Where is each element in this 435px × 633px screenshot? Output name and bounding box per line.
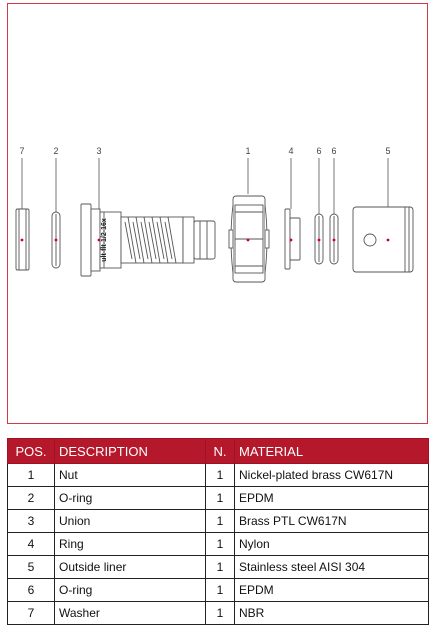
callout-5: 5 (385, 146, 390, 156)
table-row: 5 Outside liner 1 Stainless steel AISI 3… (7, 555, 429, 579)
cell-n: 1 (205, 486, 235, 510)
cell-n: 1 (205, 578, 235, 602)
cell-description: Outside liner (54, 555, 206, 579)
header-description: DESCRIPTION (54, 438, 206, 464)
cell-material: Stainless steel AISI 304 (234, 555, 429, 579)
cell-description: Washer (54, 601, 206, 625)
cell-n: 1 (205, 463, 235, 487)
cell-pos: 2 (7, 486, 55, 510)
marker-dot-2 (54, 238, 58, 242)
part-union-3 (80, 203, 216, 277)
table-row: 6 O-ring 1 EPDM (7, 578, 429, 602)
table-row: 3 Union 1 Brass PTL CW617N (7, 509, 429, 533)
cell-pos: 4 (7, 532, 55, 556)
cell-material: Nylon (234, 532, 429, 556)
marker-dot-1 (246, 238, 250, 242)
callout-1: 1 (245, 146, 250, 156)
union-marking: ult-flt-1/2-16x (101, 218, 108, 262)
table-row: 1 Nut 1 Nickel-plated brass CW617N (7, 463, 429, 487)
cell-material: Nickel-plated brass CW617N (234, 463, 429, 487)
exploded-diagram: 7 2 3 1 4 6 6 5 (7, 3, 428, 424)
table-row: 4 Ring 1 Nylon (7, 532, 429, 556)
header-n: N. (205, 438, 235, 464)
callout-7: 7 (19, 146, 24, 156)
marker-dot-6b (332, 238, 336, 242)
cell-pos: 1 (7, 463, 55, 487)
callout-6a: 6 (316, 146, 321, 156)
callout-6b: 6 (331, 146, 336, 156)
cell-material: NBR (234, 601, 429, 625)
exploded-view-drawing: 7 2 3 1 4 6 6 5 (15, 146, 414, 283)
cell-pos: 6 (7, 578, 55, 602)
marker-dot-6a (317, 238, 321, 242)
header-pos: POS. (7, 438, 55, 464)
marker-dot-7 (20, 238, 24, 242)
cell-pos: 7 (7, 601, 55, 625)
cell-pos: 3 (7, 509, 55, 533)
marker-dot-4 (289, 238, 293, 242)
callout-2: 2 (53, 146, 58, 156)
cell-pos: 5 (7, 555, 55, 579)
part-ring-4 (284, 208, 301, 270)
callout-4: 4 (288, 146, 293, 156)
table-row: 2 O-ring 1 EPDM (7, 486, 429, 510)
marker-dot-3 (97, 238, 101, 242)
cell-n: 1 (205, 509, 235, 533)
cell-description: O-ring (54, 486, 206, 510)
cell-n: 1 (205, 555, 235, 579)
table-row: 7 Washer 1 NBR (7, 601, 429, 625)
cell-material: EPDM (234, 578, 429, 602)
callout-3: 3 (96, 146, 101, 156)
cell-material: EPDM (234, 486, 429, 510)
parts-table: POS. DESCRIPTION N. MATERIAL 1 Nut 1 Nic… (7, 438, 429, 625)
cell-material: Brass PTL CW617N (234, 509, 429, 533)
part-nut-1 (228, 195, 270, 283)
cell-description: O-ring (54, 578, 206, 602)
marker-dot-5 (386, 238, 390, 242)
cell-description: Nut (54, 463, 206, 487)
cell-n: 1 (205, 532, 235, 556)
header-material: MATERIAL (234, 438, 429, 464)
part-outside-liner-5 (352, 206, 414, 273)
table-header-row: POS. DESCRIPTION N. MATERIAL (7, 438, 429, 464)
cell-description: Ring (54, 532, 206, 556)
cell-description: Union (54, 509, 206, 533)
cell-n: 1 (205, 601, 235, 625)
